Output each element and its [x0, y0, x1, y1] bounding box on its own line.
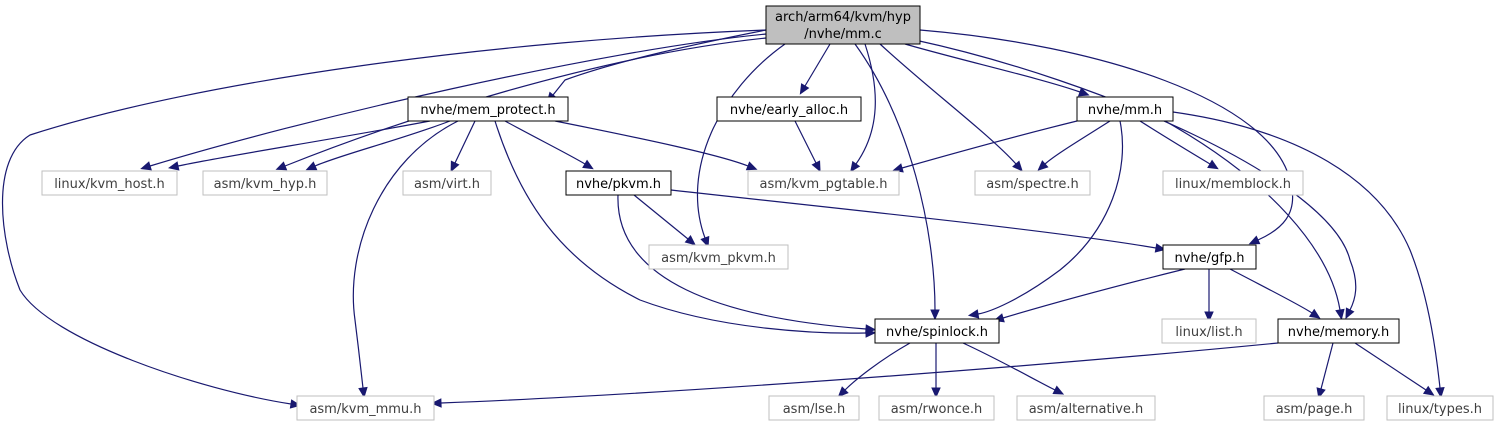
node-linux-kvm-host-h[interactable]: linux/kvm_host.h [41, 170, 178, 196]
svg-text:asm/kvm_hyp.h: asm/kvm_hyp.h [214, 177, 317, 192]
svg-text:linux/list.h: linux/list.h [1175, 325, 1242, 340]
edge-mm_h-to-kvm_pgtable [892, 120, 1078, 173]
svg-text:arch/arm64/kvm/hyp: arch/arm64/kvm/hyp [775, 10, 911, 25]
node-asm-virt-h[interactable]: asm/virt.h [402, 170, 492, 196]
edge-spinlock-to-alternative [962, 342, 1065, 395]
svg-text:/nvhe/mm.c: /nvhe/mm.c [804, 27, 882, 42]
edge-mm_h-to-memblock [1139, 120, 1219, 170]
edge-memory-to-kvm_mmu [430, 342, 1279, 408]
edge-root-to-kvm_pkvm [696, 43, 786, 248]
edge-spinlock-to-lse [837, 342, 911, 398]
edge-memory-to-page [1316, 342, 1334, 399]
svg-text:nvhe/spinlock.h: nvhe/spinlock.h [886, 325, 988, 340]
svg-text:nvhe/mem_protect.h: nvhe/mem_protect.h [420, 103, 555, 118]
edge-mem_protect-to-pkvm [504, 120, 594, 170]
svg-text:asm/spectre.h: asm/spectre.h [986, 177, 1078, 192]
node-asm-kvm-pkvm-h[interactable]: asm/kvm_pkvm.h [648, 244, 789, 270]
edge-mm_h-to-spinlock [967, 120, 1124, 319]
node-early-alloc-h[interactable]: nvhe/early_alloc.h [716, 96, 862, 122]
node-root-mm-c[interactable]: arch/arm64/kvm/hyp /nvhe/mm.c [765, 5, 921, 45]
svg-text:asm/rwonce.h: asm/rwonce.h [891, 402, 982, 417]
edge-mem_protect-to-kvm_mmu [352, 120, 459, 399]
edge-root-to-early_alloc [799, 43, 831, 95]
edge-mm_h-to-memory [1164, 120, 1345, 321]
edge-gfp-to-memory [1229, 268, 1321, 319]
node-nvhe-memory-h[interactable]: nvhe/memory.h [1277, 318, 1400, 344]
svg-text:asm/virt.h: asm/virt.h [414, 177, 480, 192]
svg-text:nvhe/pkvm.h: nvhe/pkvm.h [576, 177, 661, 192]
svg-text:nvhe/mm.h: nvhe/mm.h [1088, 103, 1162, 118]
edge-memory-to-types [1354, 342, 1435, 396]
edge-mem_protect-to-kvm_hyp [305, 120, 451, 171]
node-linux-types-h[interactable]: linux/types.h [1386, 395, 1494, 421]
node-layer: arch/arm64/kvm/hyp /nvhe/mm.c nvhe/mem_p… [41, 5, 1494, 421]
node-asm-kvm-hyp-h[interactable]: asm/kvm_hyp.h [202, 170, 328, 196]
edge-root-to-kvm_pgtable [850, 43, 876, 173]
svg-text:linux/memblock.h: linux/memblock.h [1175, 177, 1291, 192]
node-asm-lse-h[interactable]: asm/lse.h [768, 395, 860, 421]
svg-text:asm/page.h: asm/page.h [1276, 402, 1353, 417]
edge-layer [1, 29, 1445, 409]
node-asm-alternative-h[interactable]: asm/alternative.h [1016, 395, 1156, 421]
node-linux-memblock-h[interactable]: linux/memblock.h [1162, 170, 1304, 196]
edge-mem_protect-to-virt [450, 120, 476, 173]
edge-gfp-to-spinlock [993, 268, 1186, 323]
edge-root-to-spectre [879, 43, 1023, 172]
edge-pkvm-to-gfp [670, 189, 1167, 253]
node-mem-protect-h[interactable]: nvhe/mem_protect.h [407, 96, 569, 122]
edge-root-to-kvm_hyp [275, 37, 767, 171]
svg-text:nvhe/early_alloc.h: nvhe/early_alloc.h [730, 103, 848, 118]
edge-mem_protect-to-spinlock [494, 120, 877, 338]
node-asm-spectre-h[interactable]: asm/spectre.h [974, 170, 1091, 196]
edge-pkvm-to-spinlock [617, 194, 877, 334]
svg-text:asm/kvm_mmu.h: asm/kvm_mmu.h [309, 402, 421, 417]
edge-root-to-mm_h [904, 43, 1090, 97]
svg-text:asm/lse.h: asm/lse.h [783, 402, 846, 417]
edge-pkvm-to-kvm_pkvm [633, 194, 696, 246]
edge-mem_protect-to-kvm_pgtable [554, 120, 758, 171]
node-asm-kvm-mmu-h[interactable]: asm/kvm_mmu.h [296, 395, 435, 421]
edge-mm_h-to-spectre [1037, 120, 1111, 171]
node-nvhe-gfp-h[interactable]: nvhe/gfp.h [1162, 244, 1257, 270]
node-asm-page-h[interactable]: asm/page.h [1263, 395, 1365, 421]
node-linux-list-h[interactable]: linux/list.h [1161, 318, 1257, 344]
svg-text:asm/alternative.h: asm/alternative.h [1029, 402, 1144, 417]
edge-spinlock-to-rwonce [931, 343, 941, 399]
svg-text:linux/kvm_host.h: linux/kvm_host.h [54, 177, 165, 192]
node-asm-kvm-pgtable-h[interactable]: asm/kvm_pgtable.h [747, 170, 900, 196]
node-asm-rwonce-h[interactable]: asm/rwonce.h [878, 395, 995, 421]
node-nvhe-pkvm-h[interactable]: nvhe/pkvm.h [565, 170, 672, 196]
node-nvhe-spinlock-h[interactable]: nvhe/spinlock.h [874, 318, 1000, 344]
node-mm-h[interactable]: nvhe/mm.h [1076, 96, 1174, 122]
edge-early_alloc-to-kvm_pgtable [794, 120, 821, 173]
svg-text:asm/kvm_pgtable.h: asm/kvm_pgtable.h [760, 177, 888, 192]
edge-root-to-kvm_mmu [1, 29, 767, 409]
edge-mem_protect-to-kvm_host [167, 120, 431, 171]
edge-gfp-to-list [1204, 269, 1214, 323]
edge-root-to-spinlock [854, 43, 940, 321]
edge-mm_h-to-types [1172, 111, 1445, 399]
svg-text:nvhe/memory.h: nvhe/memory.h [1288, 325, 1389, 340]
svg-text:nvhe/gfp.h: nvhe/gfp.h [1174, 251, 1244, 266]
svg-text:asm/kvm_pkvm.h: asm/kvm_pkvm.h [661, 251, 776, 266]
edge-root-to-kvm_host [140, 33, 767, 171]
svg-text:linux/types.h: linux/types.h [1398, 402, 1482, 417]
